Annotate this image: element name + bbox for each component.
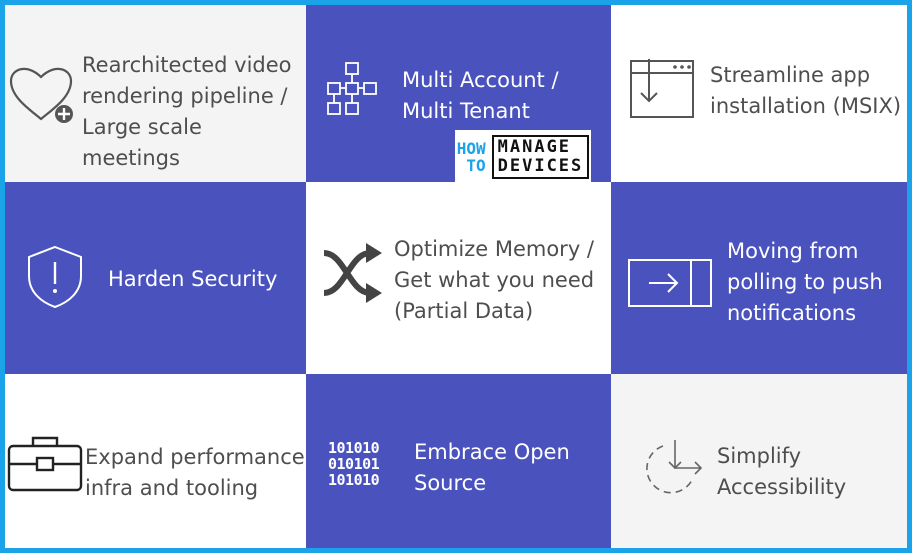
tile-label: Multi Account / Multi Tenant bbox=[402, 68, 559, 123]
hierarchy-icon bbox=[324, 61, 382, 117]
logo-left: HOW TO bbox=[457, 140, 486, 174]
install-window-icon bbox=[629, 57, 695, 119]
tile-label: Optimize Memory / Get what you need (Par… bbox=[394, 237, 595, 323]
tile-label: Simplify Accessibility bbox=[717, 444, 847, 499]
tile-push-notifications: Moving from polling to push notification… bbox=[611, 182, 907, 374]
binary-icon: 101010 010101 101010 bbox=[328, 439, 380, 489]
toolbox-icon bbox=[7, 434, 83, 494]
tile-label: Embrace Open Source bbox=[414, 440, 570, 495]
shuffle-icon bbox=[322, 243, 384, 303]
logo-how: HOW bbox=[456, 139, 486, 158]
shield-alert-icon bbox=[23, 244, 87, 310]
tile-streamline-install: Streamline app installation (MSIX) bbox=[611, 5, 907, 182]
tile-label: Moving from polling to push notification… bbox=[727, 239, 883, 325]
tile-simplify-accessibility: Simplify Accessibility bbox=[611, 374, 907, 548]
tile-harden-security: Harden Security bbox=[5, 182, 306, 374]
logo-manage: MANAGE bbox=[497, 137, 572, 157]
tile-label: Streamline app installation (MSIX) bbox=[710, 63, 902, 118]
tile-optimize-memory: Optimize Memory / Get what you need (Par… bbox=[306, 182, 611, 374]
heart-plus-icon bbox=[7, 61, 75, 129]
logo-right: MANAGE DEVICES bbox=[491, 135, 590, 179]
logo-to: TO bbox=[466, 156, 486, 175]
how-to-manage-devices-logo: HOW TO MANAGE DEVICES bbox=[455, 130, 591, 184]
tile-video-pipeline: Rearchitected video rendering pipeline /… bbox=[5, 5, 306, 182]
push-arrow-icon bbox=[627, 258, 713, 310]
tile-label: Rearchitected video rendering pipeline /… bbox=[82, 53, 292, 170]
logo-devices: DEVICES bbox=[497, 156, 584, 176]
tile-open-source: 101010 010101 101010 Embrace Open Source bbox=[306, 374, 611, 548]
tile-label: Harden Security bbox=[108, 267, 278, 291]
tile-performance-tooling: Expand performance infra and tooling bbox=[5, 374, 306, 548]
tile-label: Expand performance infra and tooling bbox=[85, 445, 305, 500]
circular-arrow-icon bbox=[645, 438, 711, 498]
